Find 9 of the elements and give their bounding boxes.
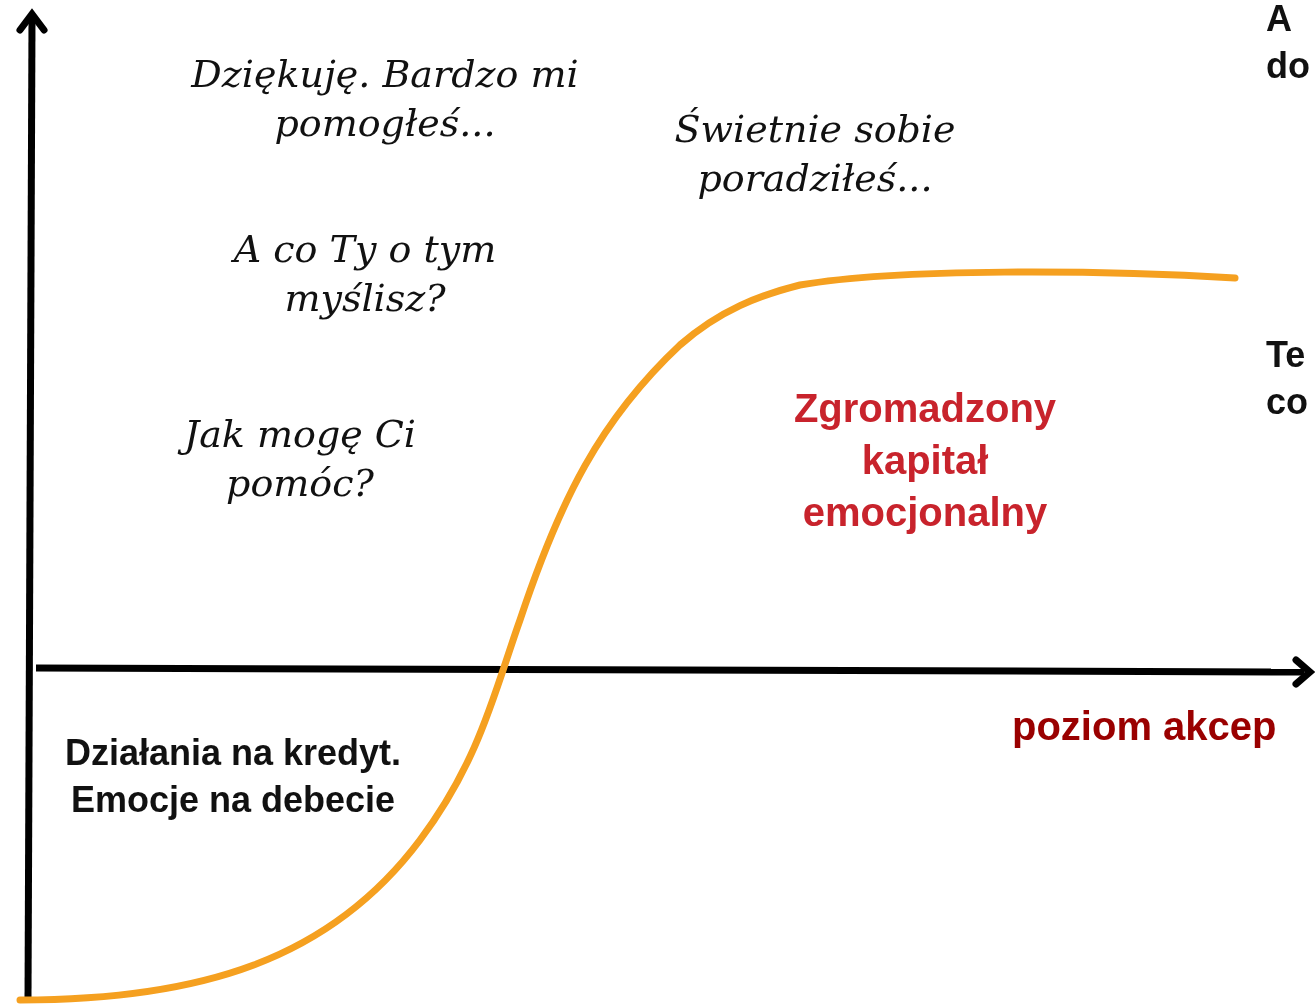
region-label: Działania na kredyt. Emocje na debecie xyxy=(63,731,403,822)
axis-label: poziom akcep xyxy=(1012,703,1278,750)
speech-text: Dziękuję. Bardzo mi pomogłeś... xyxy=(189,51,580,148)
speech-text: Jak mogę Ci pomóc? xyxy=(150,410,450,509)
speech-text: Świetnie sobie poradziłeś... xyxy=(673,106,957,203)
cut-off-text: Te co xyxy=(1266,333,1309,424)
region-label: Zgromadzony kapitał emocjonalny xyxy=(792,385,1058,536)
speech-text: A co Ty o tym myślisz? xyxy=(230,226,498,323)
cut-off-text: A do xyxy=(1266,0,1310,88)
